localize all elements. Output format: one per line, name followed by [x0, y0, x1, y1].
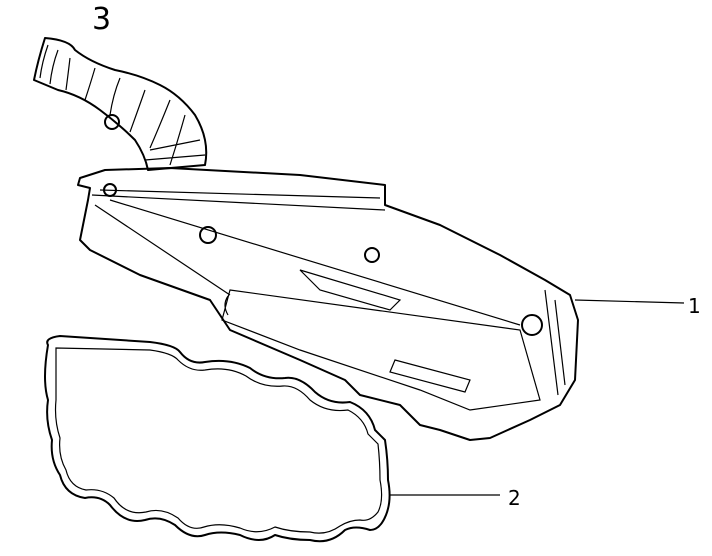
air-box-housing-part-1 — [77, 167, 579, 441]
gasket-part-2 — [44, 335, 391, 543]
callout-label-3: 3 — [92, 2, 112, 37]
callout-label-2: 2 — [508, 486, 521, 510]
callout-label-1: 1 — [688, 294, 701, 318]
intake-hose-part-3 — [33, 37, 208, 171]
leader-line-1 — [574, 299, 685, 304]
